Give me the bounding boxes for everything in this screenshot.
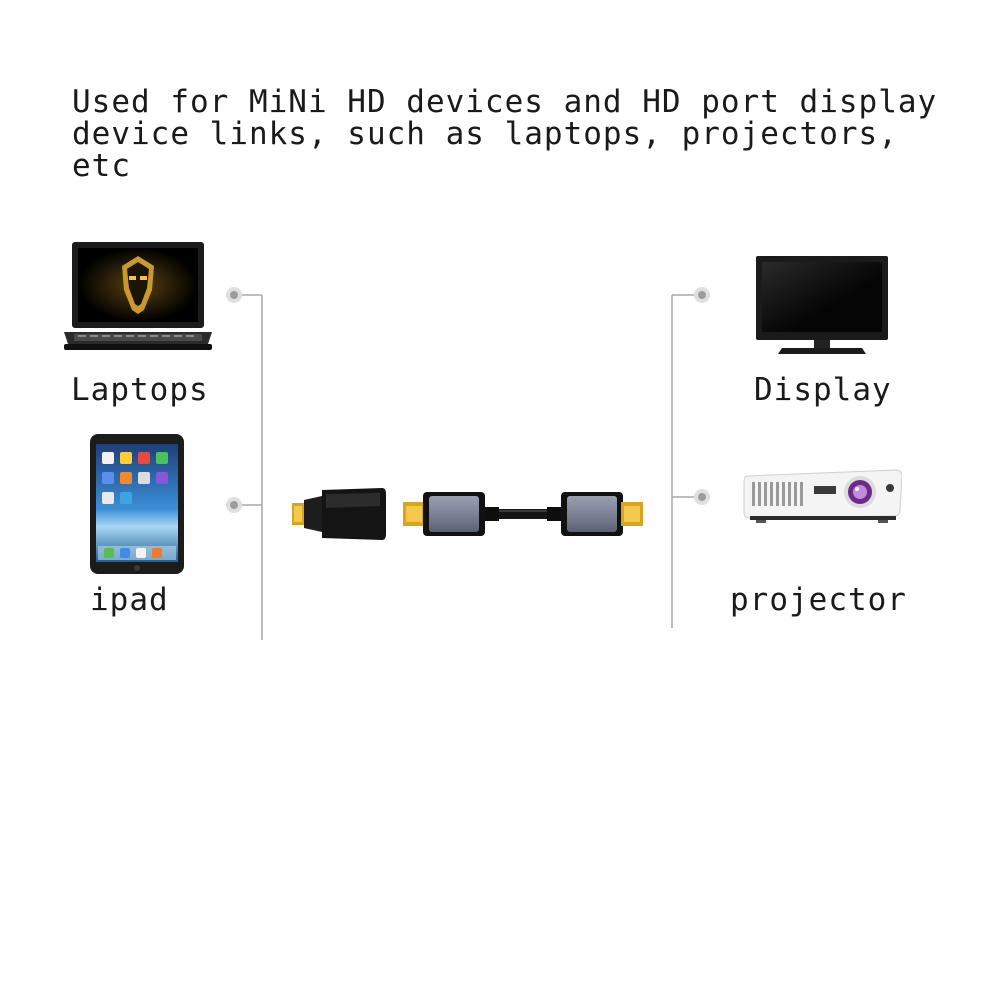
description-line-3: etc (72, 148, 131, 184)
description-line-2: device links, such as laptops, projector… (72, 116, 898, 152)
laptops-label: Laptops (71, 372, 209, 408)
tablet-icon (90, 434, 184, 574)
projector-icon (743, 469, 902, 523)
ipad-label: ipad (90, 582, 169, 618)
display-label: Display (754, 372, 892, 408)
mini-hd-adapter-icon (292, 488, 386, 540)
laptop-icon (64, 242, 212, 350)
projector-label: projector (730, 582, 907, 618)
description-text: Used for MiNi HD devices and HD port dis… (72, 86, 972, 182)
monitor-icon (756, 256, 888, 354)
description-line-1: Used for MiNi HD devices and HD port dis… (72, 84, 938, 120)
hd-cable-icon (403, 492, 643, 536)
connector-dots (226, 287, 710, 513)
